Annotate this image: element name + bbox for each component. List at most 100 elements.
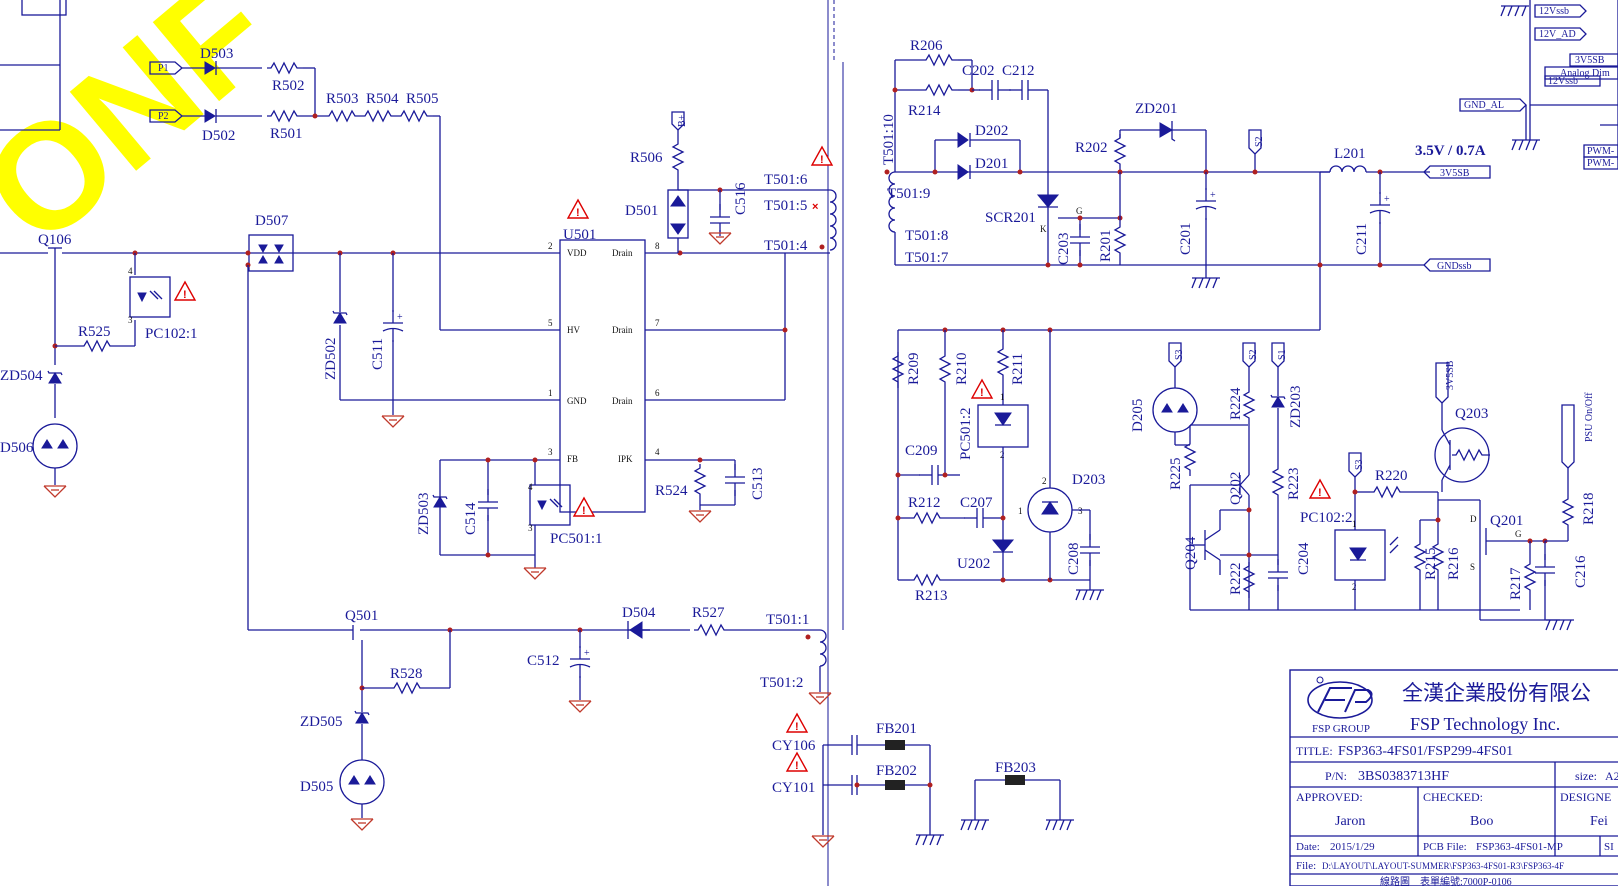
svg-text:3: 3	[528, 523, 533, 533]
label-t501-6: T501:6	[764, 172, 808, 188]
label-c212: C212	[1002, 63, 1035, 79]
label-c513: C513	[750, 467, 766, 500]
label-u501: U501	[563, 227, 596, 243]
net-pwm-2: PWM-	[1587, 158, 1614, 169]
pin-drain-6: Drain	[612, 396, 633, 406]
svg-text:1: 1	[1352, 519, 1357, 529]
label-d201: D201	[975, 156, 1008, 172]
pin-s: S	[1470, 562, 1475, 572]
title-label: TITLE:	[1296, 744, 1333, 758]
net-3v5sb-r: 3V5SB	[1575, 55, 1605, 66]
net-gndssb: GNDssb	[1437, 261, 1471, 272]
pin-d: D	[1470, 514, 1477, 524]
label-d502: D502	[202, 128, 235, 144]
label-r527: R527	[692, 605, 725, 621]
output-rating: 3.5V / 0.7A	[1415, 143, 1486, 159]
net-3v5sb-q203: 3V5SB	[1445, 360, 1456, 390]
pin-drain-7: Drain	[612, 325, 633, 335]
approved-label: APPROVED:	[1296, 790, 1363, 804]
label-c209: C209	[905, 443, 938, 459]
file-value: D:\LAYOUT\LAYOUT-SUMMER\FSP363-4FS01-R3\…	[1322, 861, 1564, 871]
net-s3-b: S3	[1354, 459, 1365, 470]
label-c511: C511	[370, 338, 386, 370]
label-c512: C512	[527, 653, 560, 669]
label-pc102-2: PC102:2	[1300, 510, 1353, 526]
label-d203: D203	[1072, 472, 1105, 488]
label-t501-8: T501:8	[905, 228, 948, 244]
label-c211: C211	[1354, 223, 1370, 255]
label-t501-5: T501:5	[764, 198, 807, 214]
net-3v5sb-out: 3V5SB	[1440, 168, 1470, 179]
label-c216: C216	[1573, 555, 1589, 588]
net-bplus: B+	[677, 114, 688, 127]
label-r206: R206	[910, 38, 943, 54]
label-fb203: FB203	[995, 760, 1036, 776]
pn-value: 3BS0383713HF	[1358, 769, 1449, 784]
company-cn: 全漢企業股份有限公	[1402, 681, 1591, 705]
label-r225: R225	[1168, 457, 1184, 490]
label-r502: R502	[272, 78, 305, 94]
svg-text:2: 2	[1352, 582, 1357, 592]
date-value: 2015/1/29	[1330, 841, 1375, 853]
svg-text:4: 4	[528, 482, 533, 492]
pin-fb: FB	[567, 454, 578, 464]
label-r217: R217	[1508, 567, 1524, 600]
label-zd503: ZD503	[416, 493, 432, 536]
title-value: FSP363-4FS01/FSP299-4FS01	[1338, 744, 1513, 759]
fsp-logo	[1307, 676, 1373, 719]
pin-gq: G	[1515, 529, 1522, 539]
logo-text: FSP GROUP	[1312, 723, 1370, 735]
net-analog-dim: Analog Dim	[1560, 68, 1610, 79]
label-r524: R524	[655, 483, 688, 499]
pin-gnd: GND	[567, 396, 587, 406]
label-r214: R214	[908, 103, 941, 119]
label-r213: R213	[915, 588, 948, 604]
svg-text:2: 2	[1000, 450, 1005, 460]
pin-num-1: 1	[548, 388, 553, 398]
net-pwm-1: PWM-	[1587, 146, 1614, 157]
label-cy101: CY101	[772, 780, 815, 796]
label-r224: R224	[1228, 387, 1244, 420]
label-c514: C514	[463, 502, 479, 535]
label-r506: R506	[630, 150, 663, 166]
label-scr201: SCR201	[985, 210, 1036, 226]
svg-text:4: 4	[128, 266, 133, 276]
label-fb202: FB202	[876, 763, 917, 779]
label-r505: R505	[406, 91, 439, 107]
form-footer: 線路圖 表單編號:7000P-0106	[1380, 875, 1512, 886]
left-section: P1 P2 D503 D502 R502 R501 R503 R504 R505…	[0, 0, 1075, 848]
designed-label: DESIGNE	[1560, 790, 1611, 804]
label-pc102-1: PC102:1	[145, 326, 198, 342]
net-12vssb: 12Vssb	[1539, 6, 1569, 17]
label-d503: D503	[200, 46, 233, 62]
label-c204: C204	[1296, 542, 1312, 575]
label-t501-4: T501:4	[764, 238, 808, 254]
pin-drain-8: Drain	[612, 248, 633, 258]
label-zd504: ZD504	[0, 368, 43, 384]
pin-ipk: IPK	[618, 454, 633, 464]
label-c202: C202	[962, 63, 995, 79]
label-r223: R223	[1286, 467, 1302, 500]
pin-g: G	[1076, 206, 1083, 216]
pin-num-5: 5	[548, 318, 553, 328]
label-q203: Q203	[1455, 406, 1488, 422]
label-t501-10: T501:10	[881, 114, 897, 165]
pin-hv: HV	[567, 325, 580, 335]
label-zd201: ZD201	[1135, 101, 1178, 117]
label-r220: R220	[1375, 468, 1408, 484]
designed-value: Fei	[1590, 814, 1608, 829]
pin-num-2: 2	[548, 241, 553, 251]
label-zd502: ZD502	[323, 338, 339, 381]
pin-num-8: 8	[655, 241, 660, 251]
date-label: Date:	[1296, 841, 1320, 853]
label-d205: D205	[1130, 399, 1146, 432]
pn-label: P/N:	[1325, 769, 1347, 783]
label-q501: Q501	[345, 608, 378, 624]
pin-vdd: VDD	[567, 248, 587, 258]
net-p1: P1	[158, 63, 169, 74]
label-r210: R210	[954, 352, 970, 385]
label-d501: D501	[625, 203, 658, 219]
pcb-value: FSP363-4FS01-MP	[1476, 841, 1563, 853]
title-block: FSP GROUP 全漢企業股份有限公 FSP Technology Inc. …	[1289, 669, 1618, 886]
